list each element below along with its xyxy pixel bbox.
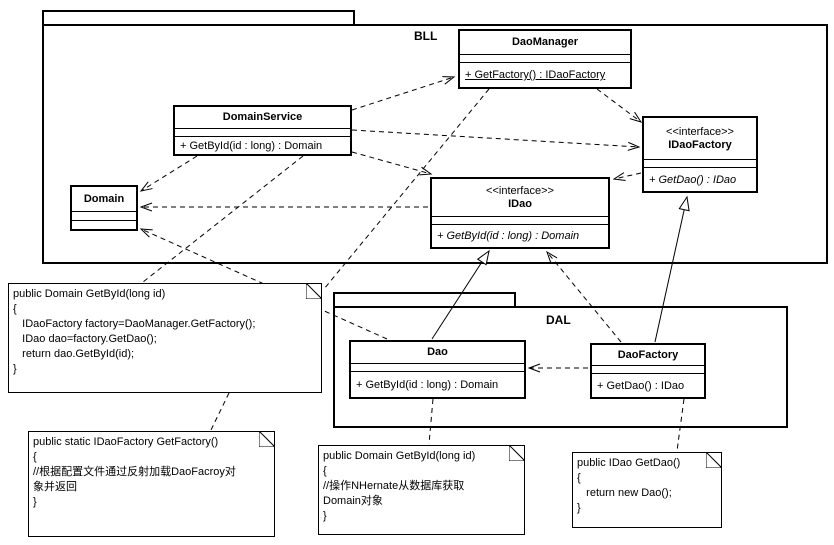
note-line: } (323, 510, 327, 522)
note-fold-icon (306, 284, 321, 299)
class-daofactory[interactable]: DaoFactory + GetDao() : IDao (590, 343, 706, 399)
note-line: public IDao GetDao() (577, 457, 681, 469)
note-line: { (33, 451, 37, 463)
interface-idaofactory-method: + GetDao() : IDao (649, 173, 737, 186)
class-daomanager-method: + GetFactory() : IDaoFactory (465, 69, 606, 81)
class-dao[interactable]: Dao + GetById(id : long) : Domain (349, 340, 526, 399)
class-dao-method: + GetById(id : long) : Domain (356, 378, 499, 391)
class-domain-attributes (72, 212, 136, 221)
note-line: public Domain GetById(long id) (13, 288, 166, 300)
note-line: IDaoFactory factory=DaoManager.GetFactor… (13, 318, 256, 330)
class-domain[interactable]: Domain (70, 185, 138, 231)
note-line: { (13, 303, 17, 315)
class-domainservice-method: + GetById(id : long) : Domain (180, 139, 323, 152)
note-line: return dao.GetById(id); (13, 348, 135, 360)
class-domain-methods (72, 221, 136, 229)
note-line: } (577, 502, 581, 514)
class-daomanager-name: DaoManager (460, 31, 630, 55)
interface-idao-title: <<interface>> IDao (432, 179, 608, 217)
class-daofactory-name: DaoFactory (592, 345, 704, 366)
note-fold-icon (259, 432, 274, 447)
class-dao-name: Dao (351, 342, 524, 364)
interface-idaofactory-stereotype: <<interface>> (666, 125, 734, 138)
note-anchor-getfactory (210, 392, 230, 431)
interface-idaofactory-attributes (644, 160, 756, 168)
note-line: return new Dao(); (577, 487, 672, 499)
note-daofactory-getdao[interactable]: public IDao GetDao() { return new Dao();… (572, 452, 722, 528)
note-line: //根据配置文件通过反射加载DaoFacroy对 (33, 466, 236, 478)
note-line: } (33, 496, 37, 508)
interface-idao-attributes (432, 217, 608, 225)
note-line: } (13, 363, 17, 375)
class-daofactory-method: + GetDao() : IDao (597, 379, 685, 392)
interface-idaofactory-title: <<interface>> IDaoFactory (644, 118, 756, 160)
note-dao-getbyid[interactable]: public Domain GetById(long id) { //操作NHe… (318, 445, 525, 535)
note-line: { (577, 472, 581, 484)
interface-idao-method: + GetById(id : long) : Domain (437, 230, 580, 242)
interface-idao-name: IDao (508, 197, 532, 210)
interface-idaofactory-name: IDaoFactory (668, 138, 732, 151)
class-daomanager-attributes (460, 55, 630, 63)
note-line: 象并返回 (33, 481, 77, 493)
note-line: //操作NHernate从数据库获取 (323, 480, 465, 492)
class-domainservice-attributes (175, 129, 350, 137)
interface-idaofactory[interactable]: <<interface>> IDaoFactory + GetDao() : I… (642, 116, 758, 193)
class-domainservice[interactable]: DomainService + GetById(id : long) : Dom… (173, 105, 352, 156)
class-domain-name: Domain (72, 187, 136, 212)
interface-idao-stereotype: <<interface>> (486, 184, 554, 197)
note-domainservice-getbyid[interactable]: public Domain GetById(long id) { IDaoFac… (8, 283, 322, 393)
note-fold-icon (509, 446, 524, 461)
interface-idao[interactable]: <<interface>> IDao + GetById(id : long) … (430, 177, 610, 249)
note-fold-icon (706, 453, 721, 468)
note-daomanager-getfactory[interactable]: public static IDaoFactory GetFactory() {… (28, 431, 275, 537)
class-daofactory-attributes (592, 366, 704, 374)
package-bll-label: BLL (414, 29, 438, 43)
note-line: { (323, 465, 327, 477)
note-line: IDao dao=factory.GetDao(); (13, 333, 157, 345)
note-line: public Domain GetById(long id) (323, 450, 476, 462)
package-dal-label: DAL (546, 313, 571, 327)
class-dao-attributes (351, 364, 524, 372)
note-line: public static IDaoFactory GetFactory() (33, 436, 219, 448)
class-daomanager[interactable]: DaoManager + GetFactory() : IDaoFactory (458, 29, 632, 89)
class-domainservice-name: DomainService (175, 107, 350, 129)
note-line: Domain对象 (323, 495, 383, 507)
